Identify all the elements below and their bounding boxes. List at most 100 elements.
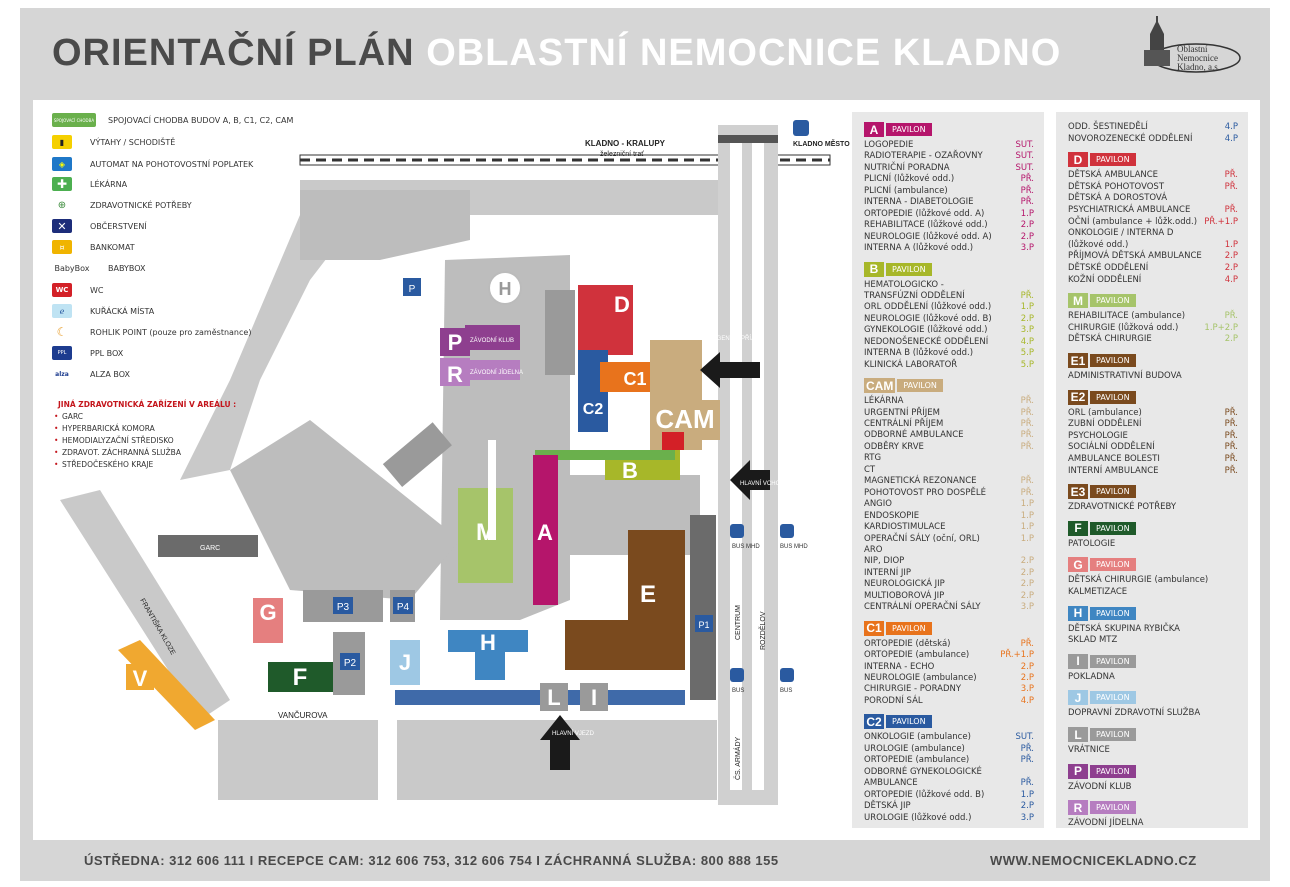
- legend-label: SPOJOVACÍ CHODBA BUDOV A, B, C1, C2, CAM: [108, 115, 294, 125]
- label-P: P: [448, 330, 463, 355]
- department-floor: PŘ.: [1020, 487, 1034, 498]
- legend-row-refreshment: ✕OBČERSTVENÍ: [52, 218, 147, 234]
- legend-label: VÝTAHY / SCHODIŠTĚ: [90, 137, 176, 147]
- department-name: INTERNA A (lůžkové odd.): [864, 243, 974, 254]
- label-G: G: [259, 600, 276, 625]
- alza-box-icon: alza: [55, 370, 69, 378]
- department-floor: PŘ.: [1020, 407, 1034, 418]
- department-name: ZÁVODNÍ JÍDELNA: [1068, 818, 1144, 829]
- building-G: G: [253, 598, 283, 643]
- department-floor: 1.P: [1020, 499, 1034, 510]
- label-D: D: [614, 292, 630, 317]
- main-drive-arrow: [540, 715, 580, 770]
- department-name: INTERNÍ AMBULANCE: [1068, 465, 1159, 476]
- garc-building: [158, 535, 258, 557]
- department-floor: 2.P: [1020, 220, 1034, 231]
- department-name: POKLADNA: [1068, 671, 1115, 682]
- legend-label: OBČERSTVENÍ: [90, 221, 147, 231]
- department-name: OČNÍ (ambulance + lůžk.odd.): [1068, 216, 1198, 227]
- department-name: ODBORNÉ AMBULANCE: [864, 430, 964, 441]
- department-floor: PŘ.: [1224, 181, 1238, 192]
- department-floor: SUT.: [1015, 162, 1034, 173]
- svg-text:P4: P4: [397, 602, 410, 613]
- department-name: NEUROLOGICKÁ JIP: [864, 579, 945, 590]
- building-P: P: [440, 325, 520, 356]
- department-name: NOVOROZENECKÉ ODDĚLENÍ: [1068, 133, 1193, 144]
- legend-label: WC: [90, 285, 104, 295]
- department-floor: 1.P: [1020, 510, 1034, 521]
- other-facility-item: GARC: [54, 412, 83, 421]
- department-name: ONKOLOGIE (ambulance): [864, 732, 971, 743]
- department-name: URGENTNÍ PŘÍJEM: [864, 407, 940, 418]
- pavilion-letter: H: [1068, 605, 1088, 621]
- department-floor: 2.P: [1020, 231, 1034, 242]
- pavilion-word: PAVILON: [1090, 606, 1136, 620]
- label-E: E: [640, 581, 656, 608]
- department-floor: 2.P: [1020, 673, 1034, 683]
- legend-row-corridor: SPOJOVACÍ CHODBA SPOJOVACÍ CHODBA BUDOV A…: [52, 112, 293, 128]
- department-name: NEUROLOGIE (ambulance): [864, 673, 977, 683]
- garc-label: GARC: [200, 545, 220, 552]
- department-floor: 4.P: [1224, 133, 1238, 144]
- department-floor: SUT.: [1015, 140, 1034, 150]
- department-name: ODD. ŠESTINEDĚLÍ: [1068, 122, 1148, 132]
- pavilion-letter: CAM: [864, 378, 896, 394]
- department-name: NIP, DIOP: [864, 556, 905, 567]
- department-name: ARO: [864, 544, 883, 555]
- street-centrum: CENTRUM: [735, 605, 742, 640]
- bus-stop-icons: [730, 120, 809, 682]
- railway-sub: železniční trať: [600, 151, 644, 158]
- department-name: CENTRÁLNÍ OPERAČNÍ SÁLY: [864, 602, 981, 613]
- department-name: ORTOPEDIE (lůžkové odd. B): [864, 789, 985, 800]
- other-facility-item: HEMODIALYZAČNÍ STŘEDISKO: [54, 436, 174, 445]
- department-name: ENDOSKOPIE: [864, 510, 920, 521]
- other-facility-item: STŘEDOČESKÉHO KRAJE: [54, 460, 153, 469]
- pavilion-word: PAVILON: [1090, 654, 1136, 668]
- title-part2: OBLASTNÍ NEMOCNICE KLADNO: [426, 32, 1062, 74]
- pavilion-letter: E2: [1068, 389, 1088, 405]
- department-floor: PŘ.: [1224, 407, 1238, 418]
- pavilion-word: PAVILON: [1090, 558, 1136, 572]
- connecting-corridor-icon: SPOJOVACÍ CHODBA: [52, 113, 96, 127]
- pavilion-word: PAVILON: [1090, 764, 1136, 778]
- label-V: V: [133, 666, 148, 691]
- other-facility-item: HYPERBARICKÁ KOMORA: [54, 424, 155, 433]
- department-floor: 4.P: [1020, 695, 1034, 706]
- logo-line1: Oblastní: [1177, 44, 1208, 54]
- department-name: INTERNA B (lůžkové odd.): [864, 348, 974, 359]
- footer-web[interactable]: WWW.NEMOCNICEKLADNO.CZ: [990, 853, 1197, 868]
- department-floor: PŘ.: [1224, 454, 1238, 464]
- legend-label: KUŘÁCKÁ MÍSTA: [90, 306, 155, 316]
- pavilion-letter: D: [1068, 152, 1088, 168]
- department-floor: PŘ.: [1020, 430, 1034, 441]
- railway-label: KLADNO - KRALUPY: [585, 139, 666, 148]
- bus-label-2: BUS: [780, 688, 792, 694]
- department-floor: 2.P: [1020, 579, 1034, 590]
- department-name: HEMATOLOGICKO -: [864, 279, 944, 290]
- department-name: ODBORNÉ GYNEKOLOGICKÉ: [864, 766, 982, 777]
- department-floor: PŘ.: [1020, 419, 1034, 429]
- department-name: RTG: [864, 453, 882, 464]
- station-label: KLADNO MĚSTO: [793, 139, 850, 148]
- main-entrance-arrow: [730, 460, 770, 500]
- legend-row-supplies: ⊕ZDRAVOTNICKÉ POTŘEBY: [52, 197, 192, 213]
- department-floor: PŘ.: [1020, 174, 1034, 185]
- pavilion-letter: L: [1068, 727, 1088, 742]
- department-name: PŘÍJMOVÁ DĚTSKÁ AMBULANCE: [1068, 251, 1202, 262]
- department-name: NEDONOŠENECKÉ ODDĚLENÍ: [864, 336, 989, 347]
- logo-text: Oblastní Nemocnice Kladno, a.s.: [1177, 45, 1237, 72]
- department-floor: PŘ.: [1224, 465, 1238, 476]
- department-name: RADIOTERAPIE - OZAŘOVNY: [864, 151, 983, 162]
- footer-phones: ÚSTŘEDNA: 312 606 111 I RECEPCE CAM: 312…: [84, 853, 779, 868]
- building-R: R: [440, 358, 520, 387]
- pavilion-letter: I: [1068, 653, 1088, 669]
- department-floor: 2.P: [1020, 801, 1034, 812]
